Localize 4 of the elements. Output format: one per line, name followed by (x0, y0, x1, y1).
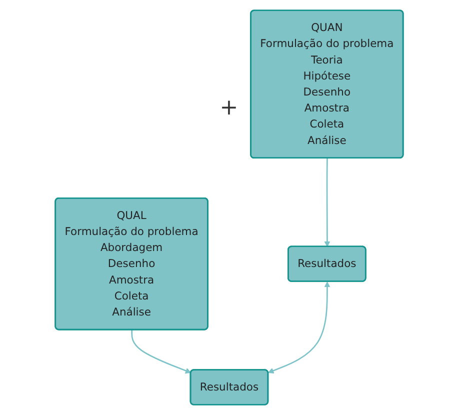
arrow (324, 158, 330, 247)
plus-sign: + (220, 95, 238, 120)
arrow (130, 330, 191, 374)
arrow (268, 282, 330, 374)
